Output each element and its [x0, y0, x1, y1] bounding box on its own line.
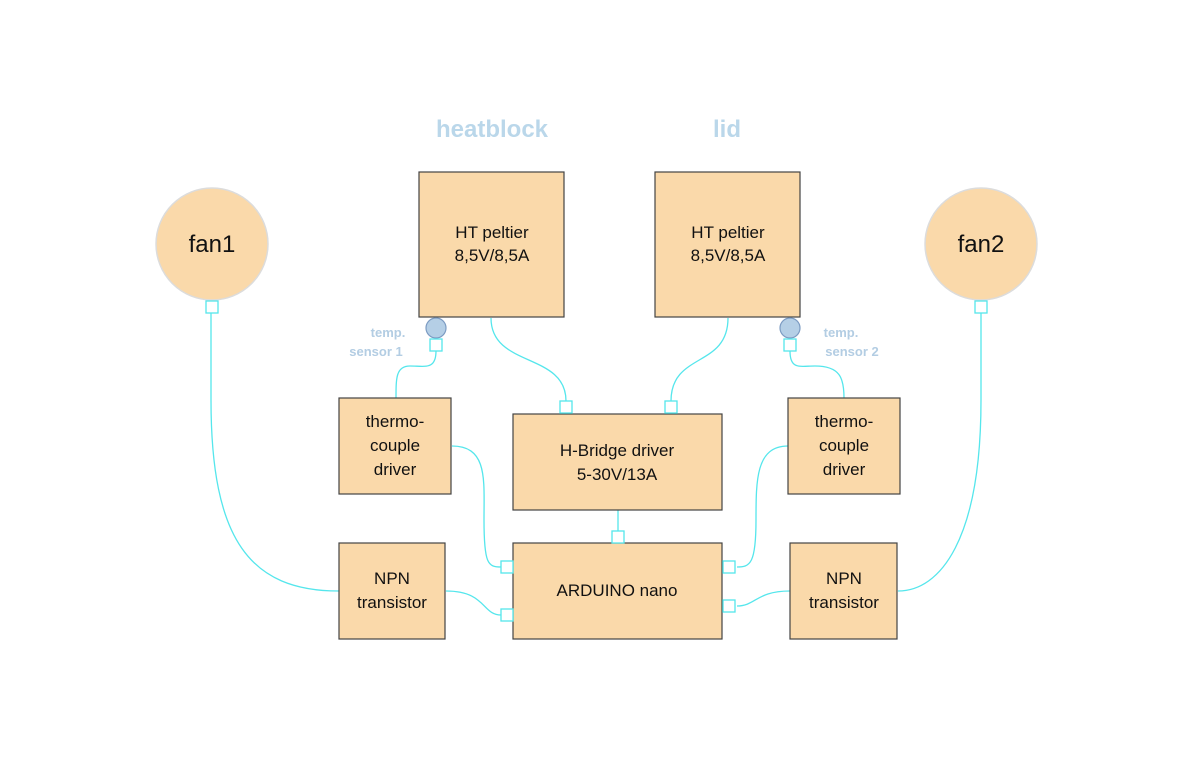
- title-lid: lid: [713, 116, 741, 143]
- thermocouple-driver-right-line3: driver: [823, 460, 866, 479]
- temp-sensor-2-line2: sensor 2: [825, 344, 878, 359]
- temp-sensor-2-line1: temp.: [824, 325, 859, 340]
- peltier-lid: HT peltier 8,5V/8,5A: [654, 171, 801, 318]
- peltier-heatblock: HT peltier 8,5V/8,5A: [418, 171, 565, 318]
- thermocouple-driver-right: thermo- couple driver: [787, 397, 901, 495]
- port-arduino-right-lower: [722, 599, 736, 613]
- thermocouple-driver-left-line3: driver: [374, 460, 417, 479]
- wire-npn-left-arduino: [445, 590, 502, 616]
- fan2-label: fan2: [958, 231, 1005, 258]
- peltier-lid-line1: HT peltier: [691, 223, 765, 242]
- wire-thermo-right-arduino: [736, 445, 789, 568]
- arduino-nano-label: ARDUINO nano: [557, 581, 678, 600]
- peltier-lid-line2: 8,5V/8,5A: [691, 246, 766, 265]
- thermocouple-driver-left-line1: thermo-: [366, 412, 425, 431]
- wire-fan2-npn-right: [897, 313, 982, 592]
- peltier-heatblock-line1: HT peltier: [455, 223, 529, 242]
- h-bridge-driver-line1: H-Bridge driver: [560, 441, 675, 460]
- port-fan1: [205, 300, 219, 314]
- arduino-nano: ARDUINO nano: [512, 542, 723, 640]
- fan2: fan2: [924, 187, 1038, 301]
- wires: [210, 313, 982, 616]
- h-bridge-driver: H-Bridge driver 5-30V/13A: [512, 413, 723, 511]
- fan1: fan1: [155, 187, 269, 301]
- port-arduino-left-upper: [500, 560, 514, 574]
- npn-transistor-left: NPN transistor: [338, 542, 446, 640]
- temp-sensor-1: temp. sensor 1: [349, 317, 447, 359]
- temp-sensor-2-dot: [779, 317, 801, 339]
- port-sensor2: [783, 338, 797, 352]
- port-hbridge-right: [664, 400, 678, 414]
- npn-transistor-right-line1: NPN: [826, 569, 862, 588]
- fan1-circle: [155, 187, 269, 301]
- ports: [205, 300, 988, 622]
- thermocouple-driver-right-line2: couple: [819, 436, 869, 455]
- h-bridge-driver-box: [512, 413, 723, 511]
- npn-transistor-right-line2: transistor: [809, 593, 879, 612]
- peltier-heatblock-line2: 8,5V/8,5A: [455, 246, 530, 265]
- port-hbridge-left: [559, 400, 573, 414]
- npn-transistor-left-line1: NPN: [374, 569, 410, 588]
- temp-sensor-2: temp. sensor 2: [779, 317, 879, 359]
- port-fan2: [974, 300, 988, 314]
- peltier-lid-box: [654, 171, 801, 318]
- wire-peltier-heatblock-hbridge: [490, 317, 567, 402]
- thermocouple-driver-right-box: [787, 397, 901, 495]
- thermocouple-driver-left-box: [338, 397, 452, 495]
- h-bridge-driver-line2: 5-30V/13A: [577, 465, 658, 484]
- npn-transistor-left-box: [338, 542, 446, 640]
- wire-sensor2-thermo-right: [789, 350, 845, 399]
- fan2-circle: [924, 187, 1038, 301]
- thermocouple-driver-left: thermo- couple driver: [338, 397, 452, 495]
- title-heatblock: heatblock: [436, 116, 549, 143]
- port-arduino-top: [611, 530, 625, 544]
- port-arduino-right-upper: [722, 560, 736, 574]
- npn-transistor-right-box: [789, 542, 898, 640]
- wire-fan1-npn-left: [210, 313, 340, 592]
- thermocouple-driver-right-line1: thermo-: [815, 412, 874, 431]
- port-arduino-left-lower: [500, 608, 514, 622]
- npn-transistor-left-line2: transistor: [357, 593, 427, 612]
- peltier-heatblock-box: [418, 171, 565, 318]
- arduino-nano-box: [512, 542, 723, 640]
- wire-peltier-lid-hbridge: [670, 317, 729, 402]
- temp-sensor-1-dot: [425, 317, 447, 339]
- temp-sensor-1-line1: temp.: [371, 325, 406, 340]
- wire-sensor1-thermo-left: [395, 350, 437, 399]
- thermocouple-driver-left-line2: couple: [370, 436, 420, 455]
- port-sensor1: [429, 338, 443, 352]
- fan1-label: fan1: [189, 231, 236, 258]
- temp-sensor-1-line2: sensor 1: [349, 344, 402, 359]
- npn-transistor-right: NPN transistor: [789, 542, 898, 640]
- wire-npn-right-arduino: [736, 590, 791, 607]
- wire-thermo-left-arduino: [451, 445, 502, 568]
